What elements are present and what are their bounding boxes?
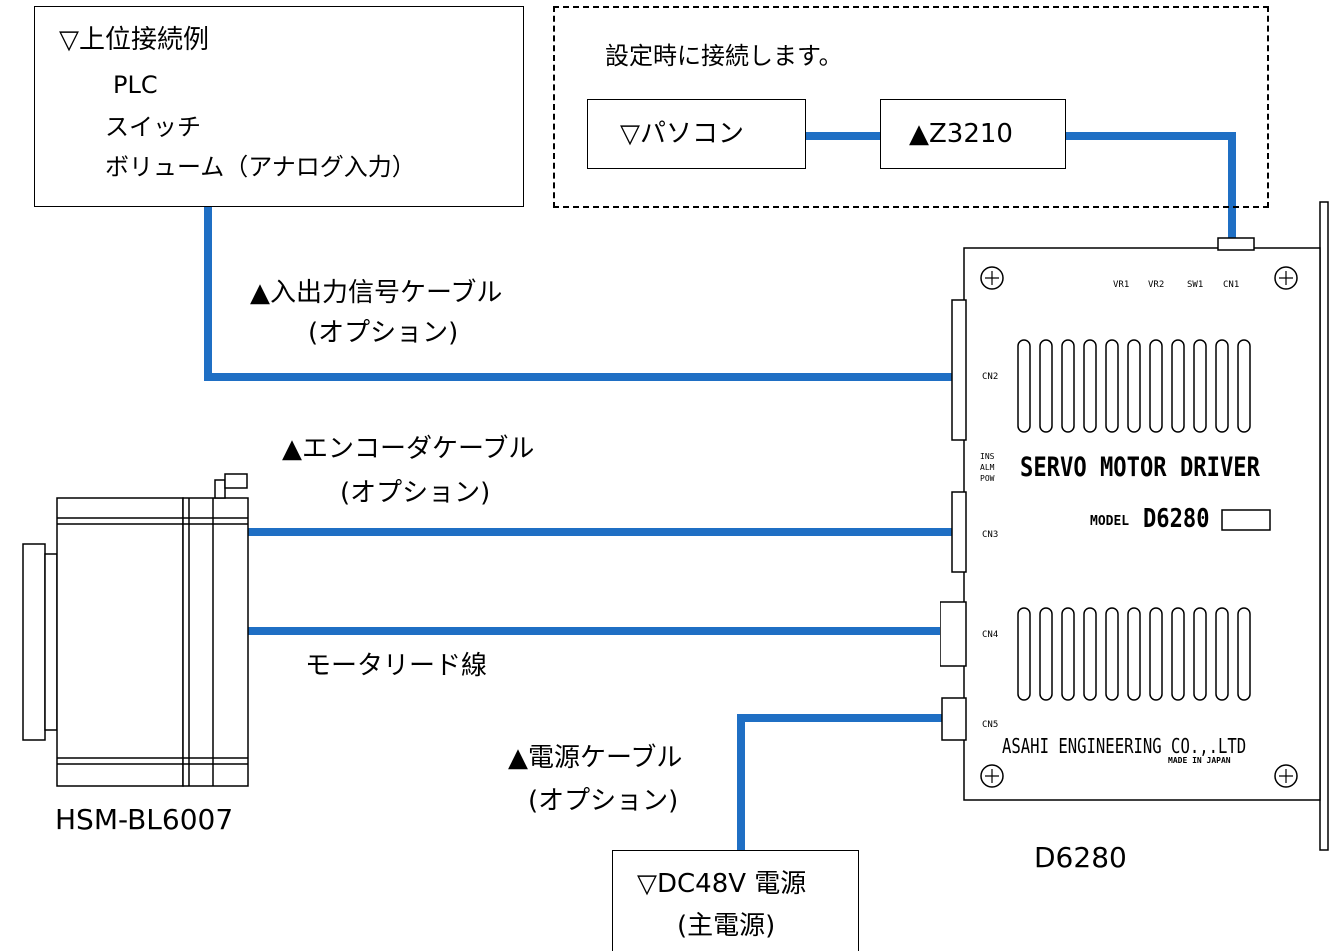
- encoder-cable-label: ▲エンコーダケーブル: [282, 434, 535, 464]
- power-cable-label: ▲電源ケーブル: [508, 743, 683, 773]
- host-example-box: ▽上位接続例 PLC スイッチ ボリューム（アナログ入力）: [34, 6, 524, 207]
- driver-label-vr1: VR1: [1113, 280, 1130, 290]
- host-item-plc: PLC: [113, 71, 158, 99]
- host-item-volume: ボリューム（アナログ入力）: [105, 153, 416, 181]
- servo-driver: VR1 VR2 SW1 CN1 CN2 CN3 CN4 CN5 INS ALM …: [940, 200, 1335, 860]
- adapter-driver-wire: [1066, 132, 1236, 240]
- driver-led-pow: POW: [980, 474, 995, 483]
- driver-label-cn4: CN4: [982, 630, 999, 640]
- driver-led-alm: ALM: [980, 463, 995, 472]
- driver-label-cn5: CN5: [982, 720, 999, 730]
- host-example-title: ▽上位接続例: [59, 25, 209, 55]
- driver-label-cn1: CN1: [1223, 280, 1240, 290]
- servo-motor-drawing: [22, 473, 249, 787]
- driver-outline: [940, 201, 1329, 851]
- io-cable-label: ▲入出力信号ケーブル: [250, 278, 503, 308]
- setup-dashed-box: 設定時に接続します。: [553, 6, 1269, 208]
- power-supply-line1: ▽DC48V 電源: [637, 869, 807, 899]
- adapter-label: ▲Z3210: [909, 119, 1013, 149]
- adapter-box: ▲Z3210: [880, 99, 1066, 169]
- driver-panel-title: SERVO MOTOR DRIVER: [1020, 452, 1260, 483]
- pc-box: ▽パソコン: [587, 99, 806, 169]
- driver-label-vr2: VR2: [1148, 280, 1165, 290]
- driver-label-cn2: CN2: [982, 372, 999, 382]
- driver-label-sw1: SW1: [1187, 280, 1204, 290]
- driver-maker: ASAHI ENGINEERING CO.,.LTD: [1002, 734, 1247, 758]
- driver-label-cn3: CN3: [982, 530, 999, 540]
- driver-led-ins: INS: [980, 452, 995, 461]
- io-cable-wire: [204, 207, 952, 381]
- driver-made-in: MADE IN JAPAN: [1168, 756, 1231, 765]
- motor-lead-label: モータリード線: [305, 651, 488, 681]
- driver-model-name: D6280: [1143, 504, 1210, 534]
- power-supply-box: ▽DC48V 電源 (主電源): [612, 850, 859, 951]
- io-cable-option: (オプション): [308, 318, 459, 348]
- host-item-switch: スイッチ: [105, 113, 201, 141]
- power-cable-option: (オプション): [528, 786, 679, 816]
- setup-caption: 設定時に接続します。: [605, 42, 843, 70]
- motor-model-label: HSM-BL6007: [55, 803, 234, 836]
- power-supply-line2: (主電源): [677, 911, 776, 941]
- driver-model-label: D6280: [1034, 841, 1127, 874]
- encoder-cable-option: (オプション): [340, 478, 491, 508]
- power-cable-wire: [737, 714, 942, 850]
- pc-label: ▽パソコン: [620, 119, 744, 149]
- driver-model-prefix: MODEL: [1090, 514, 1130, 529]
